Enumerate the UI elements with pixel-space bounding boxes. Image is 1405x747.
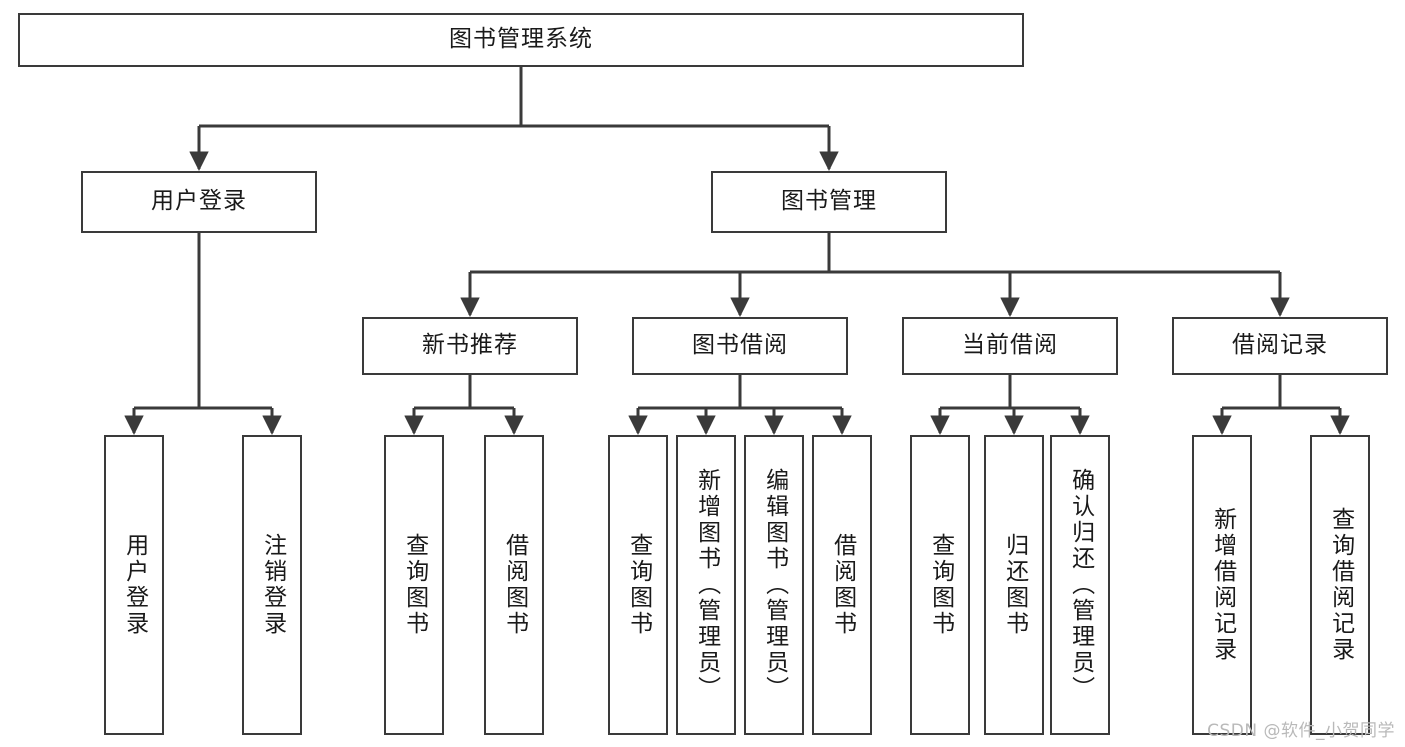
node-label: 查询图书 [625,533,652,637]
node-lf-11[interactable]: 新增借阅记录 [1192,435,1252,735]
node-label: 查询借阅记录 [1327,507,1354,663]
node-label: 用户登录 [121,533,148,637]
node-root[interactable]: 图书管理系统 [18,13,1024,67]
node-lf-5[interactable]: 新增图书（管理员） [676,435,736,735]
node-l2-1[interactable]: 图书借阅 [632,317,848,375]
node-l1-1[interactable]: 图书管理 [711,171,947,233]
node-label: 借阅图书 [501,533,528,637]
node-label: 新增图书（管理员） [693,468,720,702]
node-label: 图书借阅 [692,332,788,359]
node-label: 归还图书 [1001,533,1028,637]
node-label: 编辑图书（管理员） [761,468,788,702]
node-lf-12[interactable]: 查询借阅记录 [1310,435,1370,735]
node-lf-1[interactable]: 注销登录 [242,435,302,735]
node-lf-8[interactable]: 查询图书 [910,435,970,735]
node-label: 查询图书 [927,533,954,637]
node-label: 查询图书 [401,533,428,637]
node-lf-6[interactable]: 编辑图书（管理员） [744,435,804,735]
node-label: 新增借阅记录 [1209,507,1236,663]
node-l2-2[interactable]: 当前借阅 [902,317,1118,375]
csdn-watermark: CSDN @软件_小贺同学 [1207,721,1395,741]
node-l1-0[interactable]: 用户登录 [81,171,317,233]
node-lf-9[interactable]: 归还图书 [984,435,1044,735]
node-lf-0[interactable]: 用户登录 [104,435,164,735]
node-lf-4[interactable]: 查询图书 [608,435,668,735]
node-lf-10[interactable]: 确认归还（管理员） [1050,435,1110,735]
node-label: 确认归还（管理员） [1067,468,1094,702]
node-label: 借阅记录 [1232,332,1328,359]
node-lf-3[interactable]: 借阅图书 [484,435,544,735]
node-lf-2[interactable]: 查询图书 [384,435,444,735]
node-label: 图书管理系统 [449,26,593,53]
node-l2-3[interactable]: 借阅记录 [1172,317,1388,375]
node-label: 注销登录 [259,533,286,637]
node-label: 借阅图书 [829,533,856,637]
node-label: 当前借阅 [962,332,1058,359]
node-lf-7[interactable]: 借阅图书 [812,435,872,735]
node-label: 用户登录 [151,188,247,215]
node-label: 图书管理 [781,188,877,215]
node-label: 新书推荐 [422,332,518,359]
node-l2-0[interactable]: 新书推荐 [362,317,578,375]
